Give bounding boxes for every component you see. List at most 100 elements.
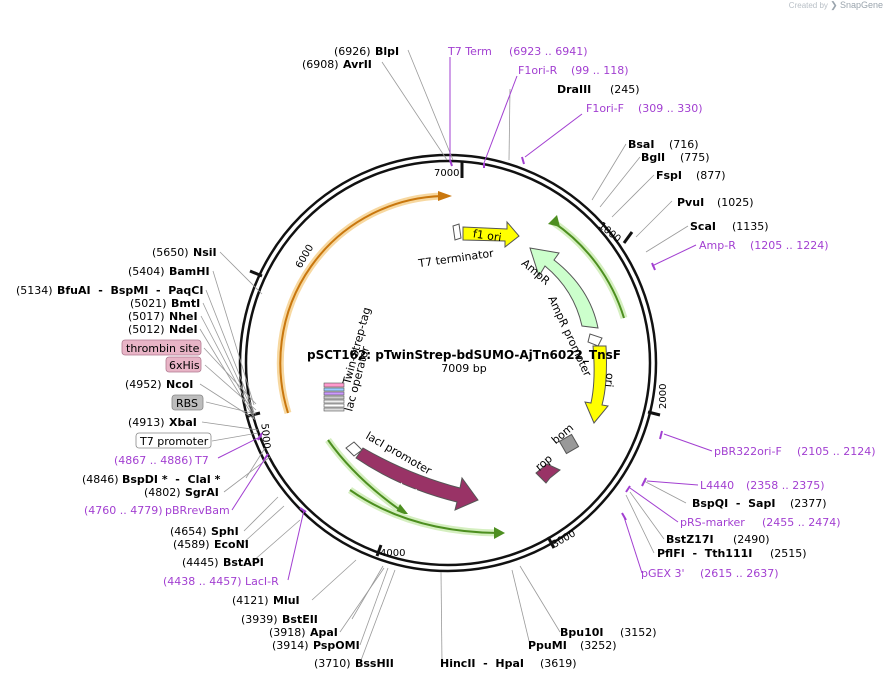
backbone-inner bbox=[244, 159, 652, 567]
enzyme-pos-sgrai: (4802) bbox=[144, 486, 181, 499]
feature-box-thrombin bbox=[121, 339, 202, 356]
enzyme-name-pvui: PvuI bbox=[677, 196, 704, 209]
enzyme-labels-left: (6926) BlpI (6908) AvrII (5650) NsiI (54… bbox=[16, 45, 577, 670]
primer-name-amp-r: Amp-R bbox=[699, 239, 736, 252]
primer-name-pbr322ori-f: pBR322ori-F bbox=[714, 445, 782, 458]
enzyme-name-bmti: BmtI bbox=[171, 297, 200, 310]
tick-5000 bbox=[247, 411, 261, 418]
feature-box-label-thrombin: thrombin site bbox=[126, 342, 200, 355]
enzyme-name-draiii: DraIII bbox=[557, 83, 591, 96]
primer-name-prs-marker: pRS-marker bbox=[680, 516, 745, 529]
orf-orange-arc-core bbox=[279, 195, 443, 414]
enzyme-pos-xbai: (4913) bbox=[128, 416, 165, 429]
snapgene-watermark: Created by ❯ SnapGene bbox=[788, 0, 883, 10]
enzyme-pos-bspdi: (4846) bbox=[82, 473, 119, 486]
enzyme-pos-bspqi: (2377) bbox=[790, 497, 827, 510]
enzyme-pos-mlui: (4121) bbox=[232, 594, 269, 607]
enzyme-pos-fspi: (877) bbox=[696, 169, 726, 182]
enzyme-name-bpu10i: Bpu10I bbox=[560, 626, 604, 639]
primer-name-laci-r: LacI-R bbox=[245, 575, 279, 588]
feature-box-label-rbs: RBS bbox=[176, 397, 198, 410]
enzyme-name-bgli: BglI bbox=[641, 151, 665, 164]
primer-range-pbr322ori-f: (2105 .. 2124) bbox=[797, 445, 876, 458]
enzyme-name-ppumi: PpuMI bbox=[528, 639, 567, 652]
enzyme-pos-bsai: (716) bbox=[669, 138, 699, 151]
feature-label-t7-terminator: T7 terminator bbox=[417, 247, 495, 271]
enzyme-name-nsii: NsiI bbox=[193, 246, 217, 259]
primer-range-laci-r: (4438 .. 4457) bbox=[163, 575, 242, 588]
plasmid-length: 7009 bp bbox=[441, 362, 486, 375]
feature-box-rbs bbox=[171, 394, 204, 411]
feature-box-label-t7-promoter: T7 promoter bbox=[139, 435, 209, 448]
enzyme-leaders bbox=[199, 49, 689, 664]
primer-name-t7-term: T7 Term bbox=[447, 45, 492, 58]
primer-name-f1ori-r: F1ori-R bbox=[518, 64, 558, 77]
enzyme-name-sphi: SphI bbox=[211, 525, 239, 538]
orf-orange-arrowhead bbox=[438, 191, 452, 201]
feature-label-f1-ori: f1 ori bbox=[472, 227, 502, 244]
tick-label-5000: 5000 bbox=[258, 423, 271, 449]
feature-label-ori: ori bbox=[602, 372, 616, 387]
enzyme-name-avrii: AvrII bbox=[343, 58, 372, 71]
primer-labels: T7 Term (6923 .. 6941) F1ori-R (99 .. 11… bbox=[84, 45, 876, 588]
enzyme-name-blpi: BlpI bbox=[375, 45, 399, 58]
primer-name-t7: T7 bbox=[194, 454, 209, 467]
enzyme-name-ndei: NdeI bbox=[169, 323, 198, 336]
enzyme-pos-ndei: (5012) bbox=[128, 323, 165, 336]
enzyme-pos-avrii: (6908) bbox=[302, 58, 339, 71]
enzyme-name-bsshii: BssHII bbox=[355, 657, 394, 670]
primer-range-t7: (4867 .. 4886) bbox=[114, 454, 193, 467]
orf-green-arrowhead-laci1 bbox=[395, 504, 408, 514]
enzyme-pos-bfuai: (5134) bbox=[16, 284, 53, 297]
orf-green-arrowhead-ampr bbox=[548, 215, 560, 227]
primer-range-l4440: (2358 .. 2375) bbox=[746, 479, 825, 492]
primer-name-l4440: L4440 bbox=[700, 479, 734, 492]
tick-label-4000: 4000 bbox=[380, 548, 405, 559]
tick-1000 bbox=[622, 231, 634, 244]
enzyme-pos-bsshii: (3710) bbox=[314, 657, 351, 670]
feature-f1-ori bbox=[462, 220, 520, 249]
enzyme-name-hincii: HincII - HpaI bbox=[440, 657, 524, 670]
tick-label-2000: 2000 bbox=[658, 384, 669, 409]
enzyme-pos-ncoi: (4952) bbox=[125, 378, 162, 391]
enzyme-name-xbai: XbaI bbox=[169, 416, 197, 429]
enzyme-name-scai: ScaI bbox=[690, 220, 716, 233]
enzyme-pos-blpi: (6926) bbox=[334, 45, 371, 58]
enzyme-name-apai: ApaI bbox=[310, 626, 338, 639]
primer-range-amp-r: (1205 .. 1224) bbox=[750, 239, 829, 252]
tick-2000 bbox=[647, 410, 661, 417]
enzyme-pos-econi: (4589) bbox=[173, 538, 210, 551]
tick-4000 bbox=[375, 544, 383, 557]
enzyme-pos-hincii: (3619) bbox=[540, 657, 577, 670]
enzyme-name-sgrai: SgrAI bbox=[185, 486, 219, 499]
tick-marks bbox=[247, 161, 661, 557]
feature-box-label-6xhis: 6xHis bbox=[169, 359, 200, 372]
enzyme-name-ncoi: NcoI bbox=[166, 378, 193, 391]
enzyme-name-bsteii: BstEII bbox=[282, 613, 318, 626]
orf-green-arc-laci1-core bbox=[327, 439, 401, 511]
primer-marks bbox=[257, 156, 663, 521]
enzyme-pos-bstapi: (4445) bbox=[182, 556, 219, 569]
feature-boxes: thrombin site 6xHis RBS T7 promoter bbox=[121, 339, 212, 449]
enzyme-name-bamhi: BamHI bbox=[169, 265, 210, 278]
orf-green-arc-laci2-core bbox=[349, 489, 499, 534]
enzyme-pos-bgli: (775) bbox=[680, 151, 710, 164]
feature-laci-promoter-arrow bbox=[345, 441, 363, 457]
tick-label-7000: 7000 bbox=[434, 168, 459, 179]
feature-laci bbox=[355, 447, 479, 511]
feature-ampr-promoter bbox=[587, 333, 603, 347]
enzyme-pos-bamhi: (5404) bbox=[128, 265, 165, 278]
orf-green-arc-ampr-core bbox=[552, 221, 625, 319]
enzyme-name-nhei: NheI bbox=[169, 310, 198, 323]
feature-ampr bbox=[529, 247, 599, 329]
enzyme-pos-scai: (1135) bbox=[732, 220, 769, 233]
primer-name-f1ori-f: F1ori-F bbox=[586, 102, 624, 115]
enzyme-name-bspdi: BspDI * - ClaI * bbox=[122, 473, 221, 486]
primer-range-pgex3: (2615 .. 2637) bbox=[700, 567, 779, 580]
tick-6000 bbox=[249, 269, 263, 278]
primer-range-f1ori-f: (309 .. 330) bbox=[638, 102, 703, 115]
enzyme-pos-draiii: (245) bbox=[610, 83, 640, 96]
enzyme-name-bstapi: BstAPI bbox=[223, 556, 264, 569]
feature-rop bbox=[535, 463, 561, 484]
backbone-outer bbox=[238, 153, 658, 573]
